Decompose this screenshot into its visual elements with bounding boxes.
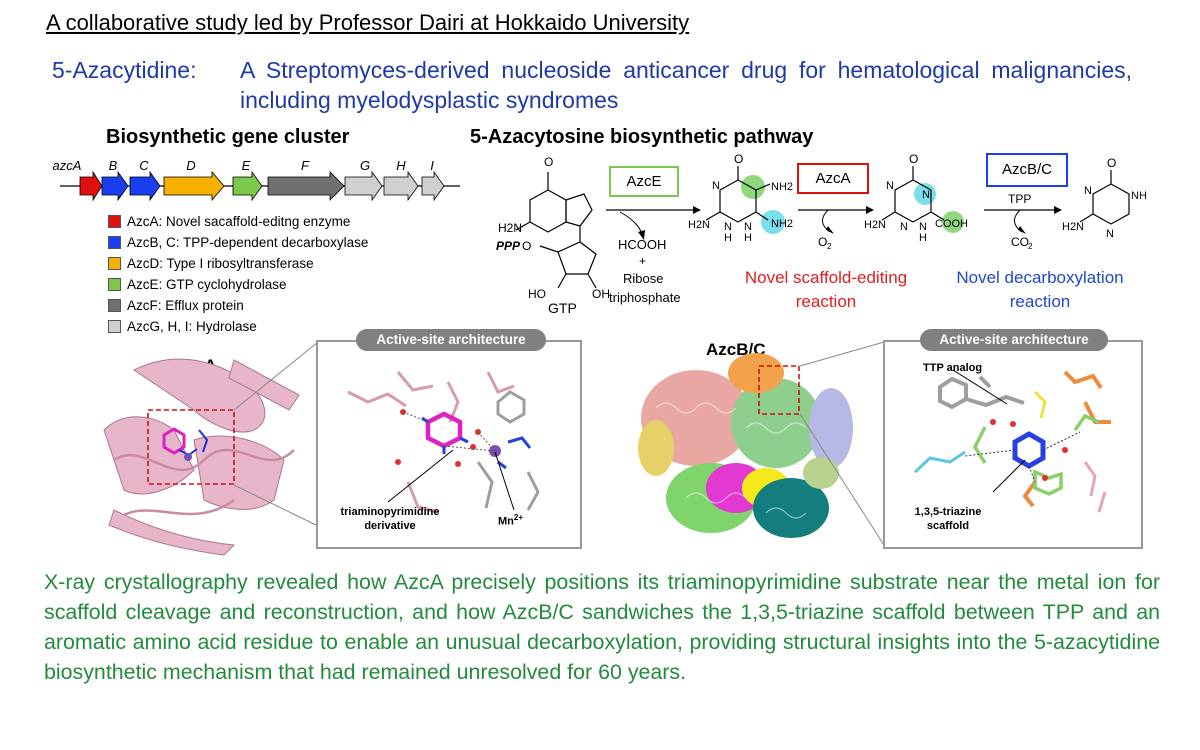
svg-text:NH2: NH2 xyxy=(771,218,793,230)
ttp-analog-label: TTP analog xyxy=(923,362,983,374)
svg-text:H2N: H2N xyxy=(688,219,710,231)
azcbc-active-site-view xyxy=(913,369,1111,513)
svg-text:+: + xyxy=(639,254,646,268)
svg-text:HCOOH: HCOOH xyxy=(618,237,666,252)
pathway-scheme: O H2N PPP O HO OH GTP HCOOH + Ribose tri… xyxy=(496,152,1147,316)
mn-label: Mn2+ xyxy=(498,513,524,528)
gene-arrow-c xyxy=(129,170,161,202)
summary-text: X-ray crystallography revealed how AzcA … xyxy=(44,570,1160,684)
svg-text:H: H xyxy=(919,232,927,244)
svg-text:NH: NH xyxy=(1131,190,1147,202)
azcbc-ribbon xyxy=(638,353,853,538)
gene-label-e: E xyxy=(241,158,251,173)
gene-cluster-map xyxy=(60,170,460,202)
azca-active-site-view xyxy=(347,371,540,514)
svg-text:O: O xyxy=(544,155,553,169)
legend-swatch xyxy=(108,236,121,249)
gene-label-c: C xyxy=(139,158,149,173)
svg-text:H: H xyxy=(744,232,752,244)
svg-text:N: N xyxy=(744,221,752,233)
gene-arrow-h xyxy=(383,170,419,202)
legend-item-azcbc: AzcB, C: TPP-dependent decarboxylase xyxy=(108,235,368,250)
svg-text:N: N xyxy=(724,221,732,233)
page-header: A collaborative study led by Professor D… xyxy=(46,10,690,35)
enzyme-box-azcbc: AzcB/C xyxy=(986,153,1068,187)
gene-label-h: H xyxy=(396,158,406,173)
svg-text:OH: OH xyxy=(592,287,610,301)
svg-text:HO: HO xyxy=(528,287,546,301)
svg-text:H2N: H2N xyxy=(864,219,886,231)
svg-text:2: 2 xyxy=(827,242,832,251)
gene-arrow-g xyxy=(344,170,383,202)
legend-swatch xyxy=(108,299,121,312)
svg-text:COOH: COOH xyxy=(935,218,968,230)
gene-arrow-d xyxy=(163,170,225,202)
svg-text:O: O xyxy=(818,235,827,249)
legend-item-azcd: AzcD: Type I ribosyltransferase xyxy=(108,256,314,271)
drug-description: A Streptomyces-derived nucleoside antica… xyxy=(240,57,1132,113)
svg-text:H2N: H2N xyxy=(1062,221,1084,233)
azca-ribbon xyxy=(103,358,300,556)
svg-text:N: N xyxy=(1106,228,1114,240)
active-site-header-1: Active-site architecture xyxy=(356,329,546,351)
gene-arrow-azcA xyxy=(79,170,103,202)
azca-zoom-lines xyxy=(233,341,319,527)
gene-arrow-i xyxy=(421,170,445,202)
legend-item-azca: AzcA: Novel sacaffold-editng enzyme xyxy=(108,214,350,229)
cluster-title: Biosynthetic gene cluster xyxy=(106,126,350,148)
gtp-label: GTP xyxy=(548,300,577,316)
legend-swatch xyxy=(108,215,121,228)
svg-text:N: N xyxy=(919,221,927,233)
svg-text:Ribose: Ribose xyxy=(623,271,663,286)
svg-text:NH2: NH2 xyxy=(771,181,793,193)
enzyme-box-azca: AzcA xyxy=(797,163,869,194)
svg-text:O: O xyxy=(909,152,918,166)
gene-label-f: F xyxy=(301,158,309,173)
pathway-title: 5-Azacytosine biosynthetic pathway xyxy=(470,126,814,148)
svg-text:CO: CO xyxy=(1011,235,1029,249)
gtp-structure xyxy=(515,172,597,289)
gene-label-azcA: azcA xyxy=(52,158,82,173)
gene-arrow-e xyxy=(232,170,263,202)
novel-decarb-label: Novel decarboxylation reaction xyxy=(956,268,1124,311)
svg-text:N: N xyxy=(1084,185,1092,197)
svg-text:N: N xyxy=(900,221,908,233)
svg-text:TPP: TPP xyxy=(1008,192,1031,206)
svg-text:N: N xyxy=(922,189,930,201)
svg-text:O: O xyxy=(734,152,743,166)
novel-scaffold-label: Novel scaffold-editing reaction xyxy=(744,268,908,311)
gene-label-g: G xyxy=(359,158,371,173)
legend-swatch xyxy=(108,320,121,333)
drug-name: 5-Azacytidine: xyxy=(52,57,197,83)
legend-item-azcghi: AzcG, H, I: Hydrolase xyxy=(108,319,257,334)
svg-text:2: 2 xyxy=(1028,242,1033,251)
svg-text:N: N xyxy=(886,180,894,192)
svg-text:O: O xyxy=(1107,156,1116,170)
legend-swatch xyxy=(108,257,121,270)
legend-item-azce: AzcE: GTP cyclohydrolase xyxy=(108,277,287,292)
svg-text:triphosphate: triphosphate xyxy=(609,290,681,305)
gene-label-i: I xyxy=(430,158,434,173)
svg-text:H2N: H2N xyxy=(498,221,522,235)
azcbc-zoom-lines xyxy=(799,341,885,546)
enzyme-box-azce: AzcE xyxy=(609,166,679,197)
gene-arrow-b xyxy=(101,170,129,202)
gene-label-b: B xyxy=(108,158,118,173)
legend-item-azcf: AzcF: Efflux protein xyxy=(108,298,244,313)
gene-arrow-f xyxy=(267,171,345,201)
active-site-header-2: Active-site architecture xyxy=(920,329,1108,351)
gene-label-d: D xyxy=(186,158,196,173)
svg-text:N: N xyxy=(712,180,720,192)
svg-text:H: H xyxy=(724,232,732,244)
svg-text:O: O xyxy=(522,239,531,253)
svg-text:PPP: PPP xyxy=(496,239,521,253)
legend-swatch xyxy=(108,278,121,291)
